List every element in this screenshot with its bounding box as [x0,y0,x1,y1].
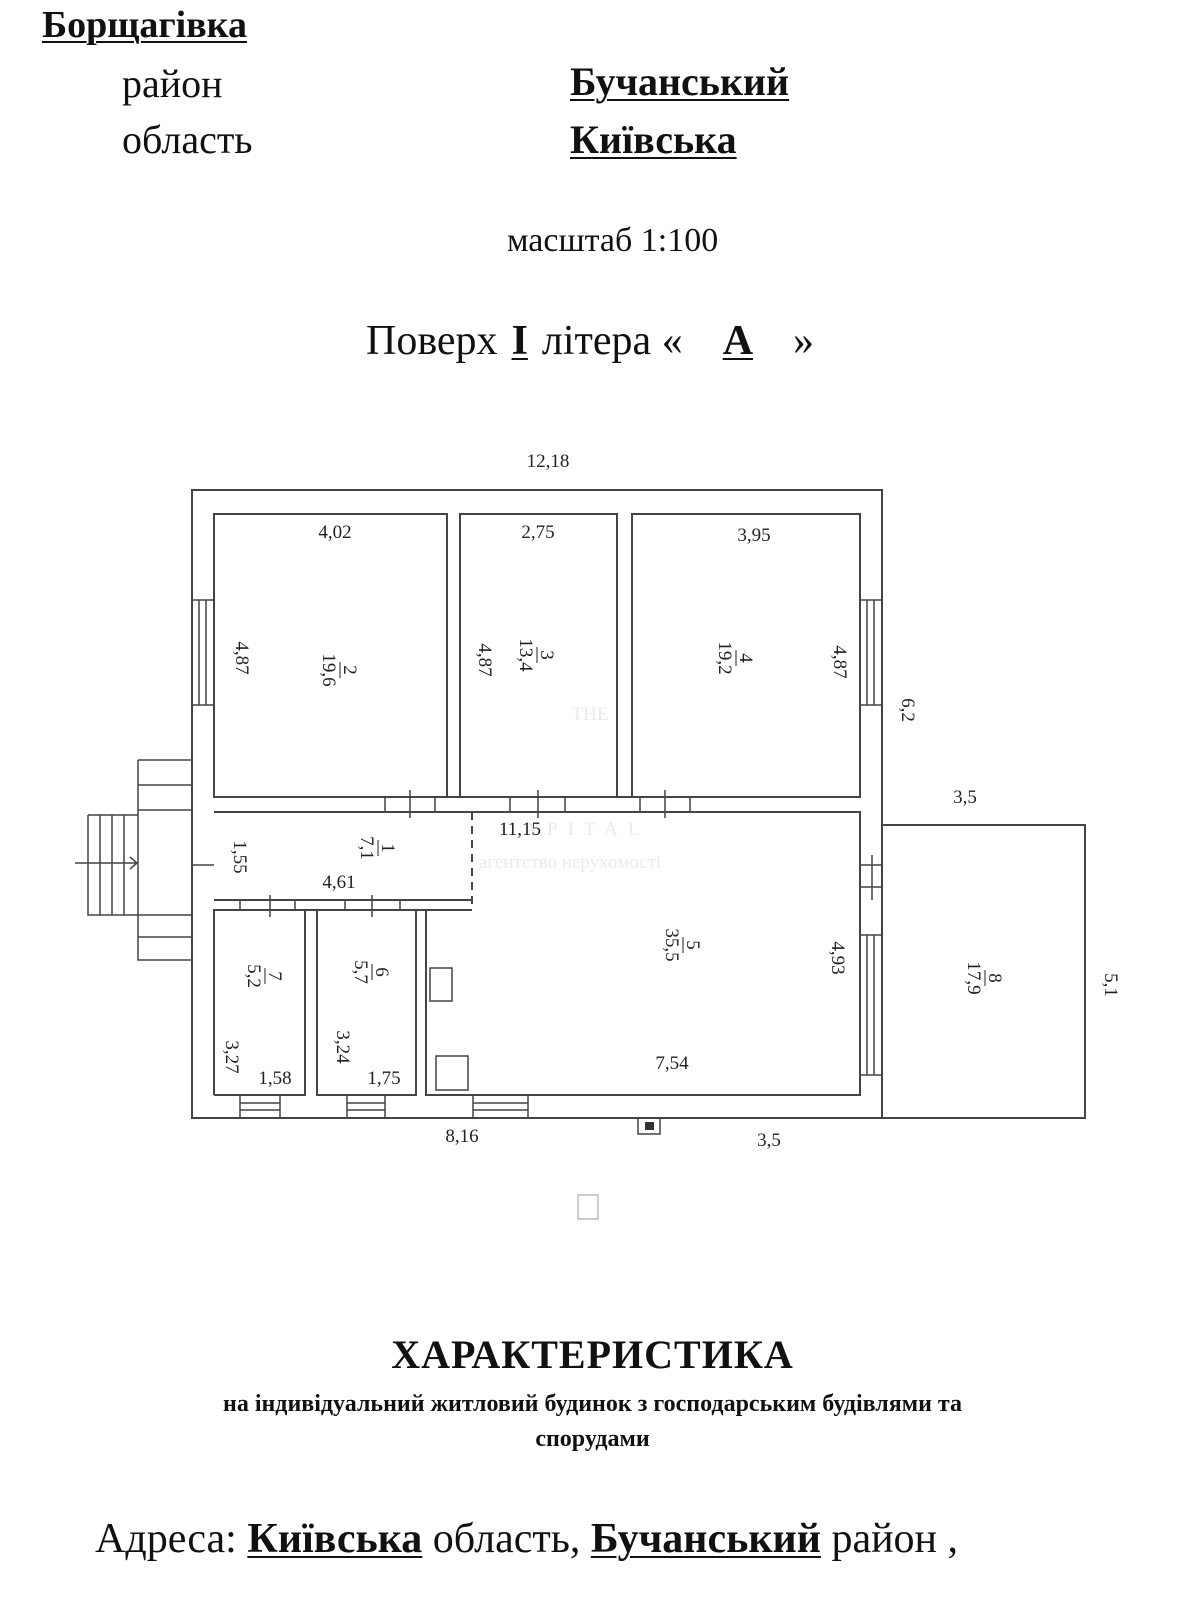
locality: Борщагівка [42,4,247,46]
svg-text:5,2: 5,2 [243,964,264,988]
svg-text:1: 1 [377,843,398,853]
terrace [882,824,1086,1119]
watermark-main: CAPITAL [501,819,650,840]
svg-text:5,7: 5,7 [350,960,371,984]
address-region-suffix: область, [432,1516,581,1562]
letter-value: A [722,318,754,364]
room-labels: 17,1 219,6 313,4 419,2 535,5 65,7 75,2 8… [243,638,1005,994]
watermark: THE CAPITAL агентство нерухомості [479,704,661,873]
room-label-2: 219,6 [318,653,360,686]
characteristic-subtitle-2: спорудами [535,1426,650,1452]
dim-r6-height: 3,24 [332,1030,353,1064]
floor-value: I [511,318,528,364]
address-line: Адреса: Київська область, Бучанський рай… [95,1518,958,1560]
scale-label: масштаб 1:100 [507,222,719,259]
letter-prefix: літера « [541,318,683,364]
dim-r1-width: 4,61 [322,872,355,893]
room-label-5: 535,5 [661,928,703,961]
region-label: область [122,117,253,162]
stove-icon [435,1055,469,1091]
svg-text:17,9: 17,9 [963,961,984,994]
characteristic-subtitle-1: на індивідуальний житловий будинок з гос… [222,1391,962,1417]
room-label-4: 419,2 [714,641,756,674]
letter-suffix: » [793,318,815,364]
address-region: Київська [247,1516,423,1562]
svg-text:19,2: 19,2 [714,641,735,674]
district-label: район [122,61,223,106]
dim-corridor-length: 11,15 [499,819,541,840]
dim-r7-width: 1,58 [258,1068,291,1089]
watermark-top: THE [572,704,609,725]
svg-text:6: 6 [371,967,392,977]
svg-text:8: 8 [984,973,1005,983]
characteristic-title: ХАРАКТЕРИСТИКА [391,1332,794,1377]
interior-walls [213,796,861,1096]
dimensions: 12,18 4,02 2,75 3,95 4,87 4,87 4,87 6,2 … [221,451,1121,1151]
entrance-stairs [75,759,192,961]
doors [191,790,882,917]
dim-right-height: 6,2 [897,698,918,722]
svg-text:7,1: 7,1 [356,836,377,860]
dim-r3-height: 4,87 [474,643,495,676]
dim-total-width: 12,18 [527,451,570,472]
room-label-1: 17,1 [356,836,398,860]
address-district-suffix: район , [831,1516,959,1562]
watermark-sub: агентство нерухомості [479,852,661,873]
dim-r5-width: 7,54 [655,1053,689,1074]
svg-text:4: 4 [735,653,756,663]
address-label: Адреса: [95,1516,237,1562]
address-district: Бучанський [590,1516,821,1562]
outer-wall [191,489,883,1119]
windows [192,599,882,1118]
dim-r5-height: 4,93 [827,941,848,974]
svg-text:2: 2 [339,665,360,675]
dim-terrace-top: 3,5 [953,787,977,808]
meter-icon [637,1117,661,1135]
dim-r6-width: 1,75 [367,1068,400,1089]
dim-terrace-bottom: 3,5 [757,1130,781,1151]
dim-r4-width: 3,95 [737,525,770,546]
room-label-3: 313,4 [515,638,557,672]
room-label-7: 75,2 [243,964,285,988]
marker-square [577,1194,599,1220]
dim-terrace-height: 5,1 [1100,973,1121,997]
floor-prefix: Поверх [366,318,498,364]
dim-r2-height: 4,87 [231,641,252,674]
floor-plan: THE CAPITAL агентство нерухомості 12,18 … [75,451,1121,1220]
dim-r7-height: 3,27 [221,1040,242,1073]
svg-text:7: 7 [264,971,285,981]
svg-text:13,4: 13,4 [515,638,536,672]
dim-r4-height: 4,87 [829,645,850,678]
dim-r2-width: 4,02 [318,522,351,543]
sink-icon [429,967,453,1002]
room-label-6: 65,7 [350,960,392,984]
dim-r1-height: 1,55 [229,840,250,873]
svg-text:35,5: 35,5 [661,928,682,961]
district-value: Бучанський [570,59,790,104]
svg-text:3: 3 [536,650,557,660]
region-value: Київська [570,117,737,162]
room-label-8: 817,9 [963,961,1005,994]
svg-text:19,6: 19,6 [318,653,339,686]
svg-text:5: 5 [682,940,703,950]
dim-bottom-width: 8,16 [445,1126,478,1147]
dim-r3-width: 2,75 [521,522,554,543]
